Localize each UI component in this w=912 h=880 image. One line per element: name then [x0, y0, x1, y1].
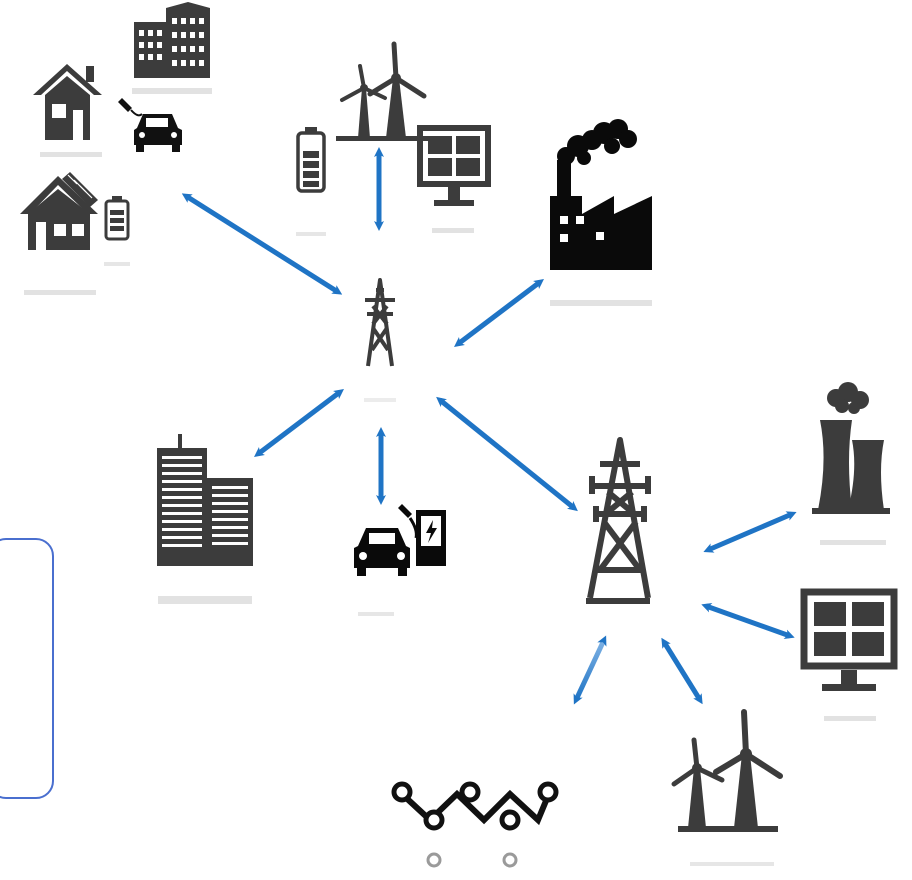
callout-box: [0, 538, 54, 799]
ev-charging-station: [354, 504, 446, 616]
wind-turbines-icon: [671, 709, 783, 866]
factory-icon: [550, 119, 652, 306]
solar-panel-icon: [417, 125, 491, 233]
arrow-transmission-network: [573, 635, 607, 705]
factory: [550, 119, 652, 306]
car-icon: [354, 528, 410, 616]
office-buildings: [157, 434, 253, 604]
network-nodes-icon: [391, 781, 559, 868]
arrow-transmission-power-plant: [703, 511, 797, 553]
arrow-grid-offices: [254, 388, 344, 458]
arrow-transmission-solar: [701, 602, 795, 640]
electric-car-charging-icon: [118, 98, 182, 152]
wind-turbines-icon: [336, 41, 436, 141]
transmission-tower: [586, 437, 651, 604]
battery-icon: [296, 127, 326, 236]
residential-cluster: [20, 2, 212, 295]
office-buildings-icon: [157, 434, 253, 604]
arrow-grid-residential: [181, 193, 343, 295]
charging-station-icon: [398, 504, 446, 566]
power-plant-icon: [812, 382, 890, 545]
battery-icon: [104, 196, 130, 266]
wind-farm: [671, 709, 783, 866]
transmission-tower-icon: [364, 278, 396, 402]
house-icon: [33, 64, 102, 157]
network-link: [391, 781, 559, 868]
renewable-storage-cluster: [296, 41, 491, 236]
arrow-grid-factory: [454, 278, 544, 348]
solar-panel-icon: [800, 588, 898, 721]
transmission-tower-icon: [586, 437, 651, 604]
arrow-grid-transmission: [436, 396, 578, 512]
connection-arrows: [181, 147, 797, 705]
power-plant: [812, 382, 890, 545]
solar-roof-house-icon: [20, 172, 98, 295]
arrow-transmission-wind: [661, 637, 703, 705]
distribution-tower: [364, 278, 396, 402]
solar-farm: [800, 588, 898, 721]
apartment-building-icon: [132, 2, 212, 94]
